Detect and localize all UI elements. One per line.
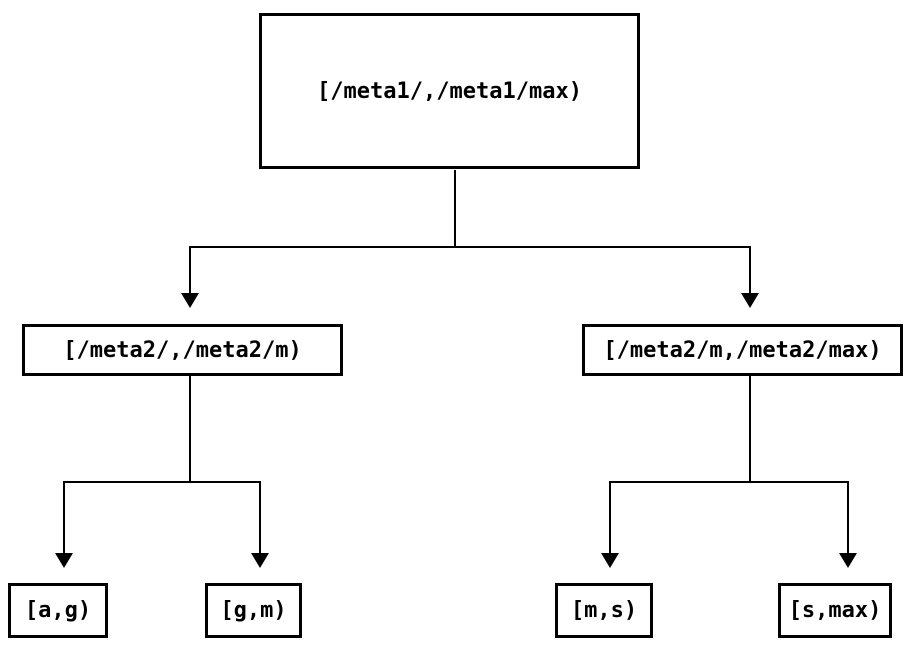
- down-arrowhead-icon: [55, 553, 73, 568]
- connector-root-to-right-drop: [749, 246, 751, 293]
- connector-left-to-gm-drop: [259, 481, 261, 553]
- down-arrowhead-icon: [839, 553, 857, 568]
- down-arrowhead-icon: [181, 293, 199, 308]
- connector-left-stem: [189, 376, 191, 481]
- connector-right-to-ms-drop: [609, 481, 611, 553]
- down-arrowhead-icon: [601, 553, 619, 568]
- connector-root-stem: [454, 170, 456, 246]
- node-leaf-gm: [g,m): [205, 583, 302, 638]
- connector-left-bar: [63, 481, 261, 483]
- node-meta2-right: [/meta2/m,/meta2/max): [582, 324, 903, 376]
- node-leaf-smax: [s,max): [778, 583, 892, 638]
- connector-level1-bar: [189, 246, 751, 248]
- connector-right-stem: [749, 376, 751, 481]
- connector-root-to-left-drop: [189, 246, 191, 293]
- connector-right-to-smax-drop: [847, 481, 849, 553]
- down-arrowhead-icon: [251, 553, 269, 568]
- connector-left-to-ag-drop: [63, 481, 65, 553]
- connector-right-bar: [609, 481, 849, 483]
- node-root: [/meta1/,/meta1/max): [259, 13, 640, 169]
- node-leaf-ag: [a,g): [8, 583, 108, 638]
- node-leaf-ms: [m,s): [555, 583, 653, 638]
- node-meta2-left: [/meta2/,/meta2/m): [22, 324, 343, 376]
- down-arrowhead-icon: [741, 293, 759, 308]
